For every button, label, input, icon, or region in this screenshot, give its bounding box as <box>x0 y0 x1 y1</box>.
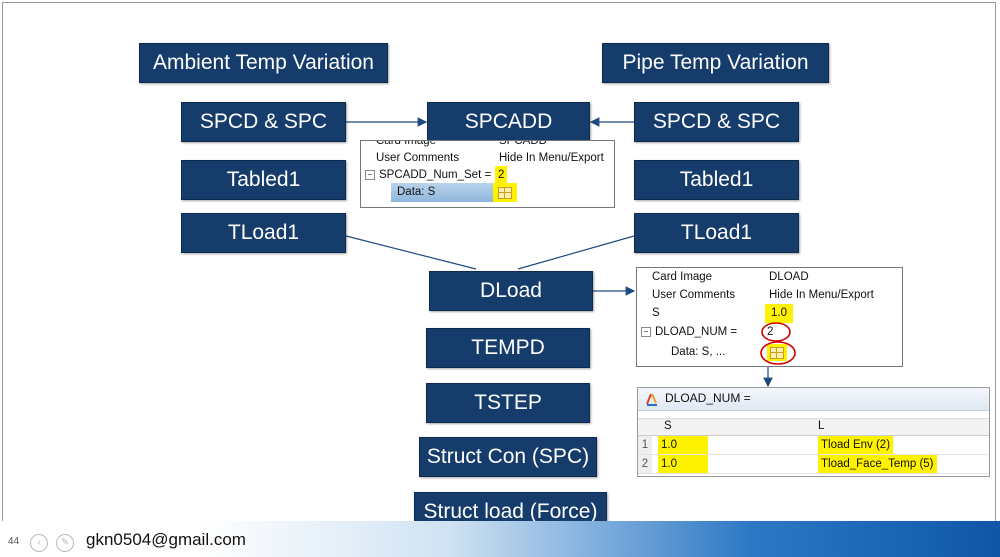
app-logo-icon <box>646 393 657 406</box>
data-s-label: Data: S <box>397 186 436 198</box>
card-image-value: DLOAD <box>769 271 809 283</box>
row-s-value[interactable]: 1.0 <box>658 455 708 473</box>
dload-num-value[interactable]: 2 <box>767 326 774 338</box>
spcd-spc-right-box: SPCD & SPC <box>634 102 799 142</box>
arrow-tload-left-to-dload <box>345 235 477 270</box>
spcadd-num-set-label: SPCADD_Num_Set = <box>379 169 492 181</box>
card-image-label: Card Image <box>376 140 437 147</box>
dialog-title-bar[interactable]: DLOAD_NUM = <box>638 388 989 411</box>
user-comments-value[interactable]: Hide In Menu/Export <box>769 289 874 301</box>
table-row[interactable]: 2 1.0 Tload_Face_Temp (5) <box>638 455 989 474</box>
tabled1-left-box: Tabled1 <box>181 160 346 200</box>
edit-pen-icon[interactable]: ✎ <box>56 534 74 552</box>
user-comments-label: User Comments <box>652 289 736 301</box>
tabled1-right-box: Tabled1 <box>634 160 799 200</box>
card-image-label: Card Image <box>652 271 713 283</box>
row-l-value[interactable]: Tload_Face_Temp (5) <box>818 455 937 473</box>
slide-number: 44 <box>8 536 20 547</box>
row-s-value[interactable]: 1.0 <box>658 436 708 454</box>
spcd-spc-left-box: SPCD & SPC <box>181 102 346 142</box>
previous-slide-icon[interactable]: ‹ <box>30 534 48 552</box>
user-comments-label: User Comments <box>376 152 460 164</box>
dload-box: DLoad <box>429 271 593 311</box>
column-header-l[interactable]: L <box>818 420 825 432</box>
spcadd-box: SPCADD <box>427 102 590 142</box>
spcadd-property-panel: Card Image SPCADD User Comments Hide In … <box>360 140 615 208</box>
s-label: S <box>652 307 660 319</box>
dload-property-panel: Card Image DLOAD User Comments Hide In M… <box>636 267 903 367</box>
ambient-temp-variation-box: Ambient Temp Variation <box>139 43 388 83</box>
table-editor-button[interactable] <box>767 344 787 361</box>
spcadd-num-set-value[interactable]: 2 <box>495 166 508 185</box>
red-annotation-circles <box>760 322 796 365</box>
collapse-icon[interactable]: − <box>641 326 651 337</box>
data-s-label: Data: S, ... <box>671 346 726 358</box>
table-header: S L <box>638 418 989 436</box>
row-number: 1 <box>638 436 652 454</box>
table-icon <box>498 186 512 199</box>
footer-gradient-bar <box>0 521 1000 557</box>
row-number: 2 <box>638 455 652 473</box>
tload1-left-box: TLoad1 <box>181 213 346 253</box>
collapse-icon[interactable]: − <box>365 169 375 180</box>
dload-num-dialog: DLOAD_NUM = S L 1 1.0 Tload Env (2) 2 1.… <box>637 387 990 477</box>
arrow-tload-right-to-dload <box>517 235 635 270</box>
table-editor-button[interactable] <box>493 183 517 202</box>
dialog-title: DLOAD_NUM = <box>665 391 751 405</box>
table-icon <box>770 346 784 359</box>
s-value[interactable]: 1.0 <box>765 304 793 323</box>
column-header-s[interactable]: S <box>664 420 672 432</box>
author-email: gkn0504@gmail.com <box>86 530 246 549</box>
tload1-right-box: TLoad1 <box>634 213 799 253</box>
card-image-value: SPCADD <box>499 140 547 147</box>
struct-con-spc-box: Struct Con (SPC) <box>419 437 597 477</box>
row-l-value[interactable]: Tload Env (2) <box>818 436 894 454</box>
table-row[interactable]: 1 1.0 Tload Env (2) <box>638 436 989 455</box>
tstep-box: TSTEP <box>426 383 590 423</box>
pipe-temp-variation-box: Pipe Temp Variation <box>602 43 829 83</box>
tempd-box: TEMPD <box>426 328 590 368</box>
dload-num-label: DLOAD_NUM = <box>655 326 738 338</box>
user-comments-value[interactable]: Hide In Menu/Export <box>499 152 604 164</box>
